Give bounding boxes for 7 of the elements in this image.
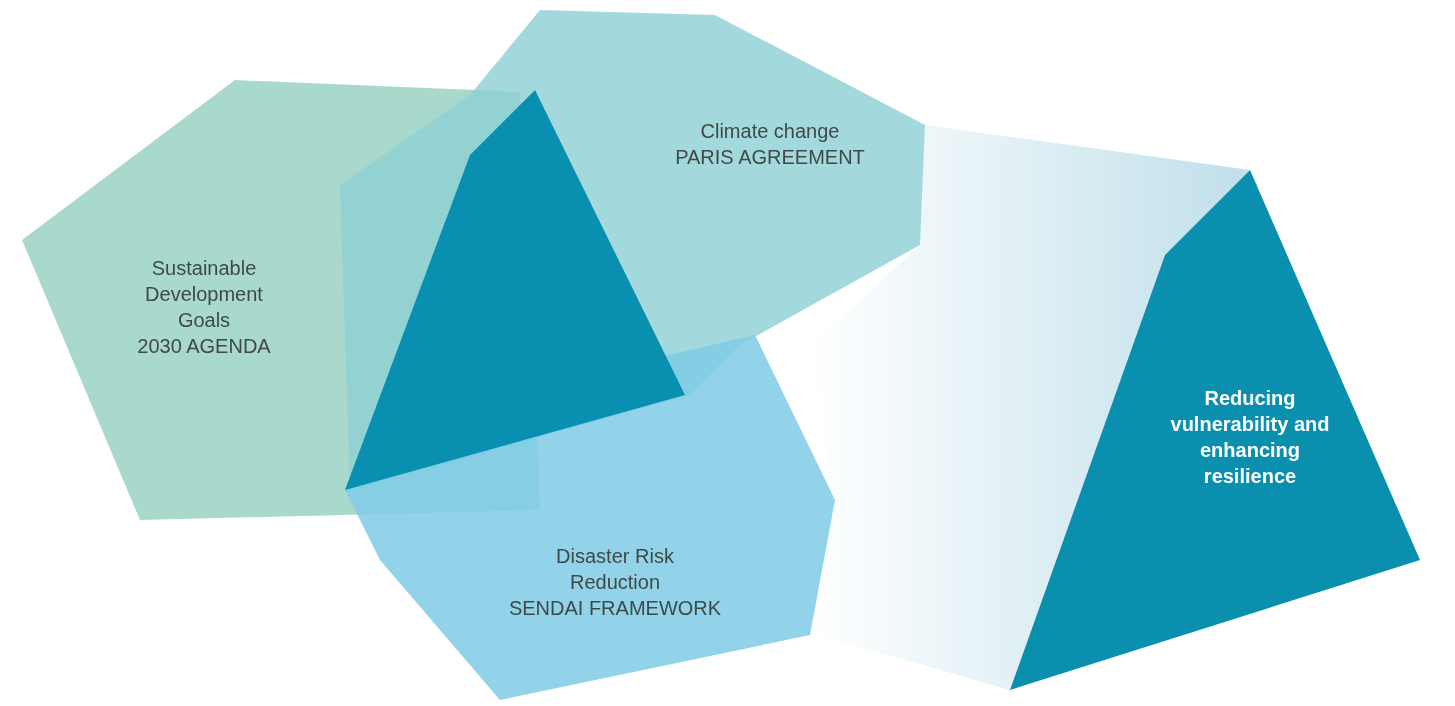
shape-title: Sustainable Development Goals [144,256,264,333]
shape-title: Climate change [700,119,840,144]
shape-title: Disaster Risk Reduction [555,544,675,595]
framework-name: 2030 AGENDA [137,334,271,359]
shape-title: Reducing vulnerability and enhancing resilience [1169,386,1331,489]
framework-name: SENDAI FRAMEWORK [508,596,722,621]
framework-name: PARIS AGREEMENT [675,145,865,170]
